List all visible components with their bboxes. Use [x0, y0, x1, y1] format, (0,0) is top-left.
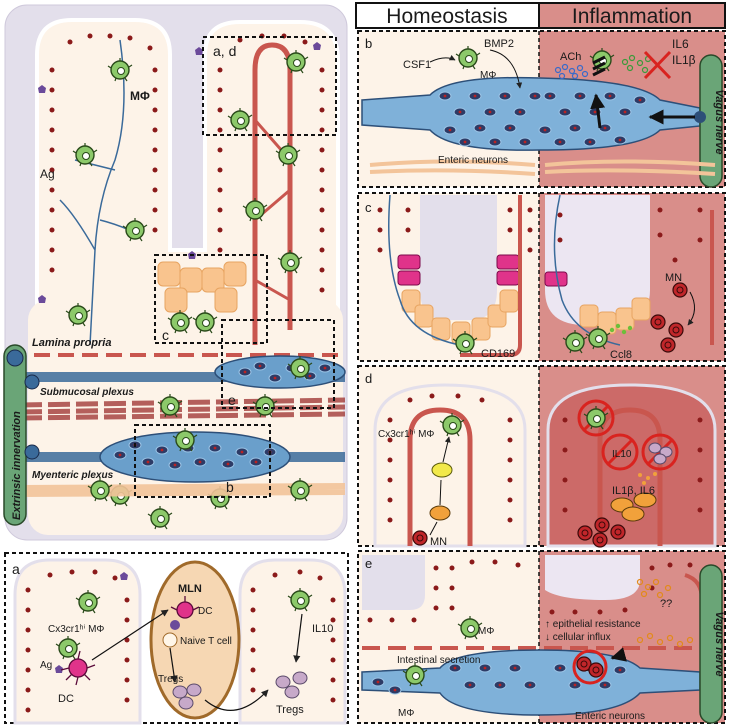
ach-molecules [554, 63, 589, 80]
panel-a-letter: a [12, 561, 20, 577]
panel-e: e MΦ Intestinal secretion MΦ ↑ epithelia… [357, 550, 726, 724]
treg-cluster-mln [172, 683, 202, 710]
panel-b-letter: b [365, 36, 372, 51]
mln-label: MLN [178, 583, 202, 595]
myenteric-ganglion [99, 431, 291, 483]
qq-label: ?? [660, 598, 672, 610]
region-label-b: b [226, 479, 234, 495]
epithelial-nuclei [49, 33, 325, 293]
monocyte-cell [577, 525, 593, 541]
nerve-fibers [59, 39, 141, 346]
panel-c: c CD169 MN Ccl8 [357, 192, 726, 362]
mphi-label: MΦ [398, 708, 414, 719]
blood-vessel [597, 407, 663, 546]
monocyte-cell [610, 524, 626, 540]
enteric-neurons-label: Enteric neurons [575, 711, 645, 722]
mphi-label: MΦ [480, 70, 496, 81]
villus-tissue [35, 18, 340, 332]
dc-label: DC [58, 693, 74, 705]
naive-t-label: Naive T cell [180, 636, 232, 647]
inhibition-cross [643, 50, 672, 80]
treg-cluster-tissue [275, 671, 308, 699]
antigen-label: Ag [40, 167, 55, 181]
panel-d: d Cx3cr1ʰⁱ MΦ MN IL10 IL1β, IL6 [357, 365, 726, 548]
intermediate-cell-yellow [431, 462, 453, 478]
cx3cr1-label: Cx3cr1ʰⁱ MΦ [378, 429, 434, 440]
ccl8-molecules [609, 323, 633, 335]
monocyte-cell [412, 530, 428, 546]
region-label-c: c [162, 327, 169, 343]
il1b-il6-label: IL1β, IL6 [612, 485, 655, 497]
panel-d-letter: d [365, 371, 372, 386]
mphi-label: MΦ [130, 89, 150, 103]
mln-dc [170, 596, 200, 619]
intestinal-secretion-label: Intestinal secretion [397, 655, 480, 666]
enteric-neurons-label: Enteric neurons [438, 155, 508, 166]
cx3cr1-label: Cx3cr1ʰⁱ MΦ [48, 624, 104, 635]
monocyte-cell [594, 517, 610, 533]
mn-label: MN [665, 272, 682, 284]
myenteric-plexus-label: Myenteric plexus [32, 470, 114, 481]
paneth-cells [397, 254, 568, 287]
right-column: Homeostasis Inflammation [355, 2, 726, 724]
dendritic-cell [60, 650, 96, 686]
ach-label: ACh [560, 51, 581, 63]
region-label-ad: a, d [213, 43, 236, 59]
mphi-label: MΦ [478, 626, 494, 637]
cd169-label: CD169 [481, 348, 515, 360]
il1b-label: IL1β [672, 53, 696, 67]
il10-label: IL10 [612, 449, 632, 460]
il6-label: IL6 [672, 37, 689, 51]
qq-molecules [636, 578, 694, 648]
il10-label: IL10 [312, 623, 333, 635]
mln-dc-label: DC [198, 606, 212, 617]
crypt-cells [157, 261, 247, 313]
overview-panel: MΦ Ag a, d c e b Lamina propria Submucos… [3, 4, 348, 541]
csf1-label: CSF1 [403, 59, 431, 71]
panel-c-letter: c [365, 200, 372, 215]
monocyte-cell [592, 532, 608, 548]
region-box-b [134, 424, 271, 498]
region-box-e [221, 319, 335, 409]
tregs-label: Tregs [276, 704, 304, 716]
naive-t-cell [162, 632, 178, 648]
region-label-e: e [228, 392, 236, 408]
vagus-nerve-label: Vagus nerve [713, 611, 725, 676]
panel-e-letter: e [365, 556, 372, 571]
monocyte-cell [668, 322, 684, 338]
monocyte-cell [672, 282, 688, 298]
tregs-mln-label: Tregs [158, 674, 183, 685]
region-box-c [154, 254, 268, 344]
panel-b: b CSF1 BMP2 MΦ Enteric neurons ACh IL6 I… [357, 30, 726, 188]
inflammatory-cells [610, 492, 657, 522]
header-inflammation [538, 2, 726, 29]
lamina-propria-label: Lamina propria [32, 337, 111, 349]
blood-vessel [407, 407, 473, 546]
vagus-nerve-label: Vagus nerve [713, 89, 725, 154]
monocyte-cell [588, 662, 604, 678]
submucosal-plexus-label: Submucosal plexus [40, 387, 134, 398]
header-inflammation-text: Inflammation [572, 5, 692, 28]
extrinsic-nerve [3, 344, 27, 526]
mn-label: MN [430, 536, 447, 548]
receptor-stack [592, 55, 606, 77]
region-box-ad [202, 36, 337, 136]
extrinsic-innervation-label: Extrinsic innervation [11, 411, 23, 520]
cellular-influx-label: ↓ cellular influx [545, 632, 611, 643]
intermediate-cell-orange [429, 505, 451, 521]
panel-a: a Cx3cr1ʰⁱ MΦ Ag DC MLN DC Naive T cell … [4, 552, 349, 725]
epithelial-resistance-label: ↑ epithelial resistance [545, 619, 641, 630]
antigen-label: Ag [40, 660, 52, 671]
monocyte-cell [660, 337, 676, 353]
ccl8-label: Ccl8 [610, 349, 632, 361]
bmp2-label: BMP2 [484, 38, 514, 50]
muscle-layer [19, 397, 346, 421]
vagus-nerve [699, 564, 723, 724]
antigen-particles [38, 42, 321, 303]
monocyte-cell [650, 314, 666, 330]
header-homeostasis-text: Homeostasis [386, 5, 507, 28]
